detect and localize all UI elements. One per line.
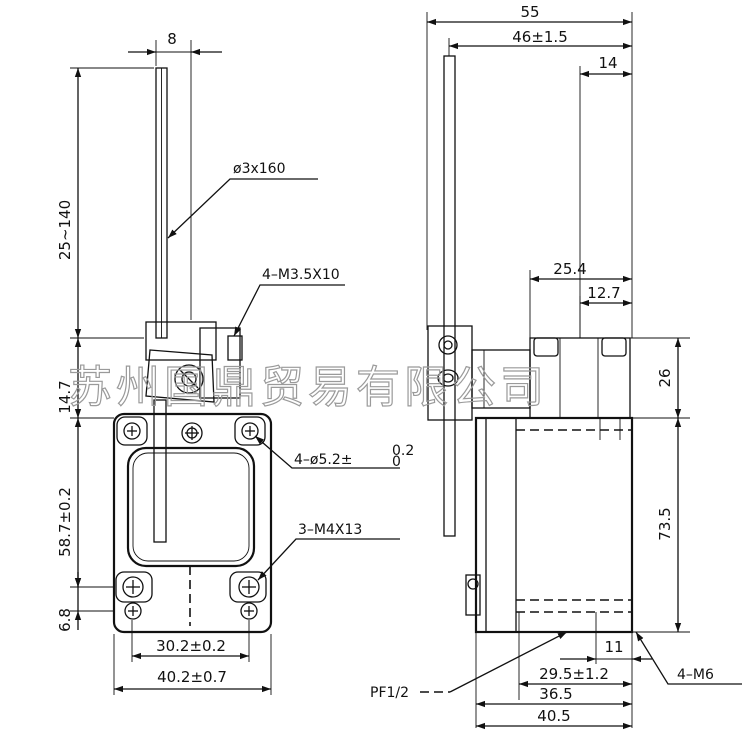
dim-cover-screws: 4–M3.5X10 <box>262 267 340 283</box>
body-window <box>126 446 256 568</box>
lever-arm <box>145 349 215 403</box>
side-view: 55 46±1.5 14 25.4 12.7 26 73.5 11 29.5±1… <box>370 3 742 730</box>
dim-rod-length: 25~140 <box>56 200 74 260</box>
dim-head-inner: 12.7 <box>587 284 620 302</box>
switch-body <box>112 412 273 634</box>
dim-body-width: 40.2±0.7 <box>157 668 227 686</box>
dim-mount-holes-tol-lower: 0 <box>392 454 401 470</box>
dim-total-width: 55 <box>520 3 539 21</box>
front-view: 8 25~140 14.7 58.7±0.2 6.8 30.2±0.2 40.2… <box>56 30 414 695</box>
dim-side-body-height: 73.5 <box>656 507 674 540</box>
bottom-screws <box>115 566 267 626</box>
lever-pivot <box>174 364 204 394</box>
dim-lever-offset: 8 <box>167 30 177 48</box>
dim-rod-spec: ø3x160 <box>233 161 285 177</box>
watermark-text: 苏州国鼎贸易有限公司 <box>68 362 548 413</box>
dim-mount-holes-tol-upper: 0.2 <box>392 443 414 459</box>
side-body <box>474 416 634 634</box>
dim-body-height: 58.7±0.2 <box>56 487 74 557</box>
dim-base-holes: 4–M6 <box>677 667 714 683</box>
lever-head <box>145 321 217 361</box>
dim-head-offset: 14 <box>598 54 617 72</box>
dim-conduit-thread: PF1/2 <box>370 685 409 701</box>
dim-hole-pitch: 30.2±0.2 <box>156 637 226 655</box>
dim-side-head-height: 26 <box>656 368 674 387</box>
dim-conduit-span: 36.5 <box>539 685 572 703</box>
dim-mount-holes: 4–ø5.2± <box>294 452 352 468</box>
dim-base-offset: 6.8 <box>56 608 74 632</box>
dim-conduit-offset: 11 <box>604 638 623 656</box>
rod-lower <box>153 399 167 543</box>
dim-head-width: 25.4 <box>553 260 586 278</box>
dim-terminal-screws: 3–M4X13 <box>298 522 362 538</box>
dim-lever-reach: 46±1.5 <box>512 28 568 46</box>
dim-head-height: 14.7 <box>56 380 74 413</box>
dim-conduit-pitch: 29.5±1.2 <box>539 665 609 683</box>
dim-base-width: 40.5 <box>537 707 570 725</box>
conduit-boss <box>465 574 481 616</box>
top-screws <box>116 416 266 446</box>
side-actuator-rod <box>443 55 456 537</box>
